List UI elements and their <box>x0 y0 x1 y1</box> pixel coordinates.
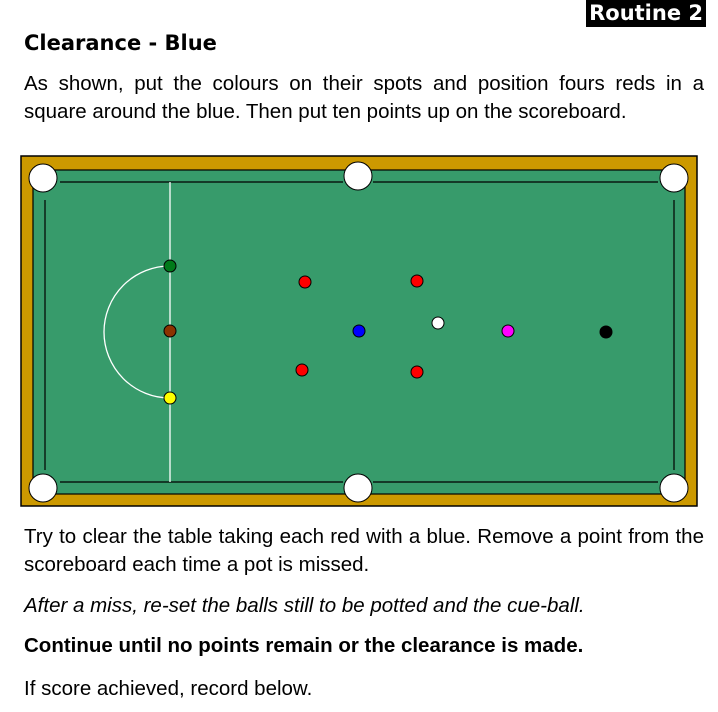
cue-ball <box>431 316 445 330</box>
yellow-ball <box>163 391 177 405</box>
pocket-top-right <box>659 163 689 193</box>
pocket-bottom-left <box>28 473 58 503</box>
note-text: After a miss, re-set the balls still to … <box>24 594 585 617</box>
red-ball <box>410 274 424 288</box>
intro-text: As shown, put the colours on their spots… <box>24 72 704 123</box>
instructions-text: Try to clear the table taking each red w… <box>24 525 704 576</box>
pocket-bottom-right <box>659 473 689 503</box>
red-ball <box>410 365 424 379</box>
cushion-lines <box>44 181 675 483</box>
page-title: Clearance - Blue <box>24 31 217 55</box>
green-ball <box>163 259 177 273</box>
pocket-top-left <box>28 163 58 193</box>
record-text: If score achieved, record below. <box>24 677 313 700</box>
brown-ball <box>163 324 177 338</box>
routine-badge: Routine 2 <box>586 0 706 27</box>
black-ball <box>599 325 613 339</box>
goal-text: Continue until no points remain or the c… <box>24 634 584 657</box>
pocket-top-middle <box>343 161 373 191</box>
red-ball <box>298 275 312 289</box>
blue-ball <box>352 324 366 338</box>
pocket-bottom-middle <box>343 473 373 503</box>
d-arc <box>103 265 171 399</box>
balls <box>163 259 613 405</box>
pink-ball <box>501 324 515 338</box>
pockets <box>28 161 689 503</box>
red-ball <box>295 363 309 377</box>
